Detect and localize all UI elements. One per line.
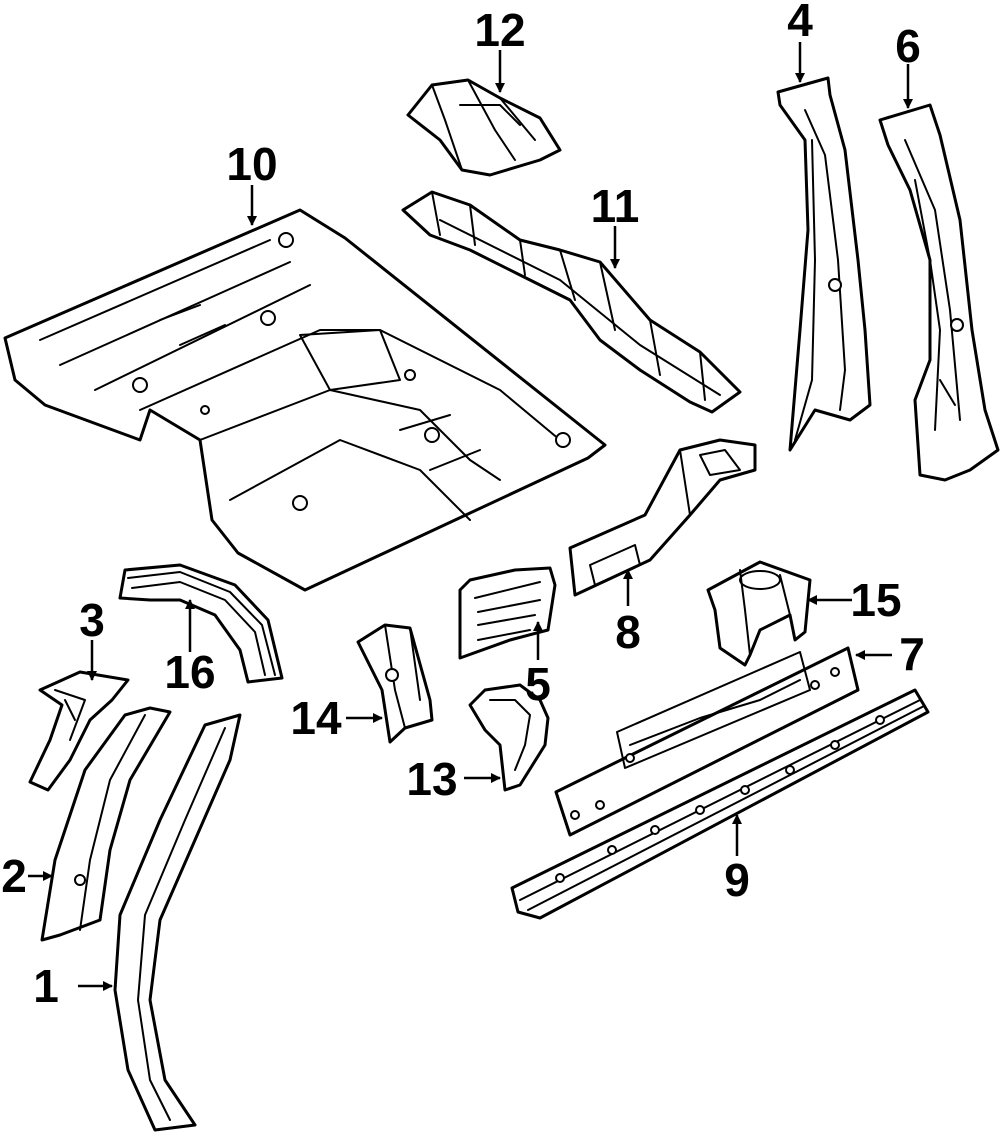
part-6-pillar[interactable]	[878, 103, 1000, 482]
callout-13: 13	[406, 753, 457, 805]
callout-10: 10	[226, 138, 277, 190]
part-14-bracket[interactable]	[356, 623, 434, 744]
part-3-pillar-upper[interactable]	[28, 670, 130, 792]
part-10-floor-pan[interactable]	[3, 208, 607, 592]
callout-6: 6	[895, 20, 921, 72]
part-8-reinforcement[interactable]	[568, 438, 757, 597]
part-11-floor-reinforcement[interactable]	[401, 190, 742, 414]
callout-2: 2	[1, 850, 27, 902]
callout-12: 12	[474, 4, 525, 56]
part-16-wheelhouse[interactable]	[118, 563, 284, 684]
callout-16: 16	[164, 646, 215, 698]
callout-14: 14	[290, 692, 342, 744]
callout-9: 9	[724, 854, 750, 906]
callout-7: 7	[899, 628, 925, 680]
callout-8: 8	[615, 606, 641, 658]
part-7-sill-rail[interactable]	[554, 646, 860, 837]
callout-3: 3	[79, 594, 105, 646]
part-4-pillar[interactable]	[776, 76, 872, 452]
part-15-bracket[interactable]	[706, 560, 812, 667]
part-12-tunnel-bracket[interactable]	[406, 78, 562, 177]
callout-5: 5	[525, 658, 551, 710]
callout-4: 4	[787, 0, 813, 46]
callout-15: 15	[850, 574, 901, 626]
part-1-pillar-long[interactable]	[113, 713, 242, 1132]
callout-1: 1	[33, 960, 59, 1012]
part-13-clip[interactable]	[468, 683, 550, 792]
callout-11: 11	[591, 180, 640, 232]
part-5-plate[interactable]	[458, 566, 557, 660]
part-2-pillar-section[interactable]	[40, 706, 172, 942]
